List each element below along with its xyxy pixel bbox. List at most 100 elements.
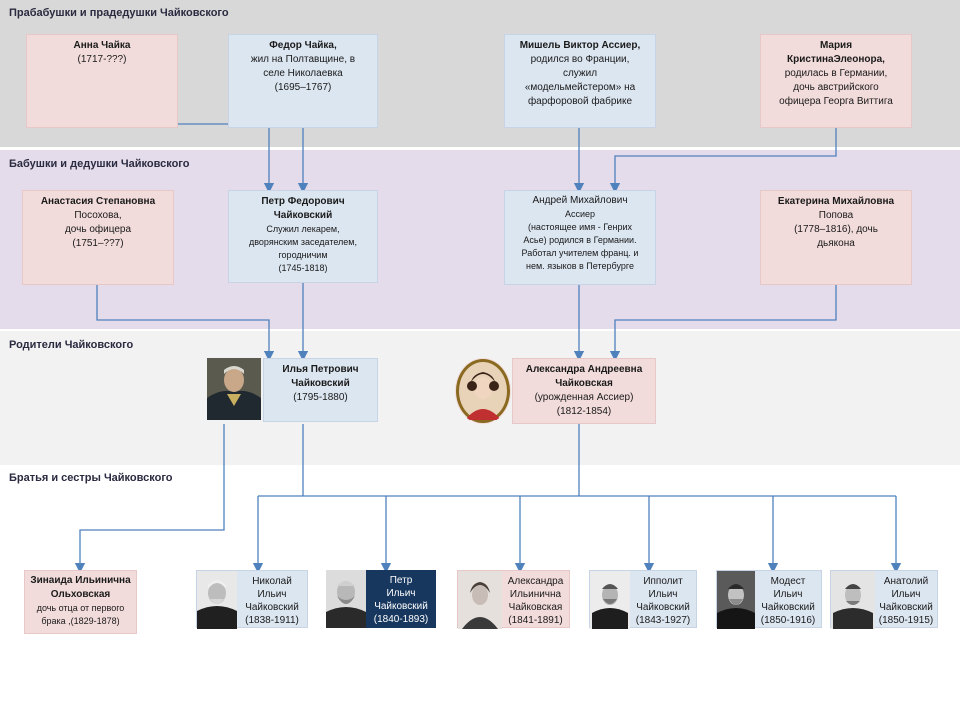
- sibling-surname: Чайковский: [636, 602, 690, 613]
- person-detail: родилась в Германии,: [784, 68, 888, 79]
- sibling-ippolit[interactable]: Ипполит Ильич Чайковский (1843-1927): [589, 570, 697, 629]
- person-detail: дочь австрийского: [793, 82, 879, 93]
- sibling-nikolay[interactable]: Николай Ильич Чайковский (1838-1911): [196, 570, 308, 629]
- person-maria-christina[interactable]: Мария КристинаЭлеонора, родилась в Герма…: [760, 34, 912, 128]
- person-detail: (1795-1880): [293, 392, 348, 403]
- section-title-grandparents: Бабушки и дедушки Чайковского: [9, 158, 190, 170]
- sibling-first-name: Анатолий: [883, 576, 929, 587]
- person-surname: Чайковский: [291, 378, 350, 389]
- sibling-surname: Чайковский: [245, 602, 299, 613]
- person-name: Анастасия Степановна: [40, 196, 156, 207]
- person-zinaida-olkhovskaya[interactable]: Зинаида Ильинична Ольховская дочь отца о…: [24, 570, 137, 634]
- person-fedor-chaika[interactable]: Федор Чайка, жил на Полтавщине, в селе Н…: [228, 34, 378, 128]
- sibling-surname: Чайковская: [508, 602, 563, 613]
- sibling-surname: Чайковский: [879, 602, 933, 613]
- section-title-great-grandparents: Прабабушки и прадедушки Чайковского: [9, 7, 229, 19]
- sibling-first-name: Петр: [389, 575, 413, 586]
- sibling-patronymic: Ильич: [648, 589, 678, 600]
- person-detail: жил на Полтавщине, в: [250, 54, 356, 65]
- sibling-first-name: Модест: [770, 576, 806, 587]
- person-detail: брака ,(1829-1878): [41, 616, 120, 626]
- person-detail: Служил лекарем,: [266, 224, 340, 234]
- person-name: Мишель Виктор Ассиер,: [519, 40, 641, 51]
- portrait-ilya-petrovich-image: [207, 358, 261, 420]
- sibling-years: (1843-1927): [635, 615, 691, 626]
- person-name: Петр Федорович: [261, 196, 345, 207]
- person-detail: дочь отца от первого: [36, 603, 125, 613]
- person-name: Мария: [819, 40, 853, 51]
- person-detail: дьякона: [817, 238, 855, 249]
- sibling-petr-ilyich[interactable]: Петр Ильич Чайковский (1840-1893): [326, 570, 436, 628]
- person-name: Зинаида Ильинична: [30, 575, 131, 586]
- sibling-patronymic: Ильич: [257, 589, 287, 600]
- person-detail: (1745-1818): [278, 263, 328, 273]
- person-michel-assier[interactable]: Мишель Виктор Ассиер, родился во Франции…: [504, 34, 656, 128]
- sibling-photo-nikolay-image: [197, 571, 237, 629]
- sibling-patronymic: Ильич: [891, 589, 921, 600]
- person-detail: служил: [562, 68, 598, 79]
- sibling-years: (1850-1915): [878, 615, 934, 626]
- person-detail: (1695–1767): [274, 82, 332, 93]
- person-detail: дочь офицера: [64, 224, 132, 235]
- person-detail: (урожденная Ассиер): [534, 392, 634, 403]
- person-ekaterina-popova[interactable]: Екатерина Михайловна Попова (1778–1816),…: [760, 190, 912, 285]
- sibling-photo-ippolit-image: [590, 571, 630, 629]
- person-detail: Работал учителем франц. и: [521, 248, 639, 258]
- sibling-years: (1850-1916): [760, 615, 816, 626]
- person-alexandra-andreevna[interactable]: Александра Андреевна Чайковская (урожден…: [512, 358, 656, 424]
- sibling-patronymic: Ильинична: [509, 589, 562, 600]
- sibling-alexandra-ilyinichna[interactable]: Александра Ильинична Чайковская (1841-18…: [457, 570, 570, 629]
- sibling-patronymic: Ильич: [386, 588, 416, 599]
- person-name: Андрей Михайлович: [532, 195, 628, 206]
- person-anastasia-posokhova[interactable]: Анастасия Степановна Посохова, дочь офиц…: [22, 190, 174, 285]
- person-andrey-assier[interactable]: Андрей Михайлович Ассиер (настоящее имя …: [504, 190, 656, 285]
- person-surname: Чайковская: [555, 378, 613, 389]
- sibling-surname: Чайковский: [761, 602, 815, 613]
- person-petr-fedorovich[interactable]: Петр Федорович Чайковский Служил лекарем…: [228, 190, 378, 283]
- sibling-patronymic: Ильич: [773, 589, 803, 600]
- sibling-photo-anatoly-image: [831, 571, 875, 629]
- person-surname: Ольховская: [50, 589, 111, 600]
- person-detail: дворянским заседателем,: [248, 237, 357, 247]
- person-detail: (настоящее имя - Генрих: [527, 222, 633, 232]
- sibling-first-name: Николай: [252, 576, 292, 587]
- person-name: Илья Петрович: [282, 364, 359, 375]
- person-detail: офицера Георга Виттига: [779, 96, 893, 107]
- person-detail: родился во Франции,: [530, 54, 630, 65]
- sibling-years: (1841-1891): [508, 615, 563, 626]
- sibling-photo-modest-image: [717, 571, 755, 629]
- sibling-surname: Чайковский: [374, 601, 428, 612]
- person-detail: (1778–1816), дочь: [794, 224, 878, 235]
- person-detail: «модельмейстером» на: [524, 82, 636, 93]
- section-title-parents: Родители Чайковского: [9, 339, 134, 351]
- sibling-photo-alexandra-ilyinichna-image: [458, 571, 502, 629]
- sibling-years: (1840-1893): [373, 614, 429, 625]
- sibling-first-name: Ипполит: [643, 576, 683, 587]
- portrait-alexandra-andreevna-image: [455, 358, 511, 424]
- person-name: Федор Чайка,: [269, 40, 337, 51]
- sibling-modest[interactable]: Модест Ильич Чайковский (1850-1916): [716, 570, 822, 629]
- person-detail: селе Николаевка: [263, 68, 343, 79]
- person-detail: Ассиер: [564, 209, 596, 219]
- sibling-anatoly[interactable]: Анатолий Ильич Чайковский (1850-1915): [830, 570, 938, 629]
- person-surname: Попова: [818, 210, 854, 221]
- person-detail: КристинаЭлеонора,: [787, 54, 885, 65]
- sibling-first-name: Александра: [507, 576, 564, 587]
- person-name: Анна Чайка: [73, 40, 131, 51]
- person-name: Александра Андреевна: [525, 364, 643, 375]
- person-anna-chaika[interactable]: Анна Чайка (1717-???): [26, 34, 178, 128]
- person-ilya-petrovich[interactable]: Илья Петрович Чайковский (1795-1880): [263, 358, 378, 422]
- sibling-photo-petr-ilyich-image: [326, 570, 366, 628]
- person-detail: (1717-???): [77, 54, 127, 65]
- person-detail: городничим: [278, 250, 328, 260]
- person-name: Екатерина Михайловна: [777, 196, 895, 207]
- person-detail: Посохова,: [74, 210, 122, 221]
- person-surname: Чайковский: [273, 210, 333, 221]
- person-detail: фарфоровой фабрике: [527, 96, 633, 107]
- person-detail: нем. языков в Петербурге: [526, 261, 634, 271]
- sibling-years: (1838-1911): [245, 615, 299, 626]
- section-title-siblings: Братья и сестры Чайковского: [9, 472, 173, 484]
- person-detail: (1751–??7): [72, 238, 124, 249]
- person-detail: (1812-1854): [556, 406, 612, 417]
- person-detail: Асье) родился в Германии.: [523, 235, 637, 245]
